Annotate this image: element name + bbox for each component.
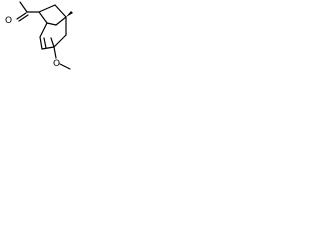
ring-bond-c2-c3 bbox=[38, 4, 56, 13]
ring-bond-c8-c6 bbox=[41, 46, 55, 50]
carbonyl-oxygen-label: O bbox=[5, 16, 12, 26]
ring-to-ether-oxygen-bond bbox=[53, 46, 57, 59]
carbonyl-double-bond-b bbox=[18, 14, 29, 22]
ring-bond-c3-c4 bbox=[54, 4, 67, 18]
methyl-bond bbox=[19, 1, 28, 13]
ring-bond-c5-c6 bbox=[53, 34, 67, 48]
stereo-wedge-bond bbox=[66, 11, 73, 17]
alkene-bond bbox=[39, 36, 43, 50]
ring-bond-c2-c1 bbox=[38, 11, 48, 24]
ether-oxygen-to-methyl-bond bbox=[59, 63, 71, 70]
bicyclic-ketone-structure: O O bbox=[5, 1, 73, 70]
bridge-bond-c1-c4 bbox=[46, 22, 57, 26]
ring-bond-c1-c7 bbox=[39, 22, 48, 38]
alkene-double-bond bbox=[43, 37, 47, 49]
ether-oxygen-label: O bbox=[53, 59, 60, 69]
bridge-bond-c6-down bbox=[50, 37, 55, 48]
carbonyl-double-bond-a bbox=[16, 12, 27, 20]
bridge-bond-c4-bridge bbox=[55, 16, 67, 26]
chemical-structure-diagram: O O bbox=[0, 0, 76, 73]
